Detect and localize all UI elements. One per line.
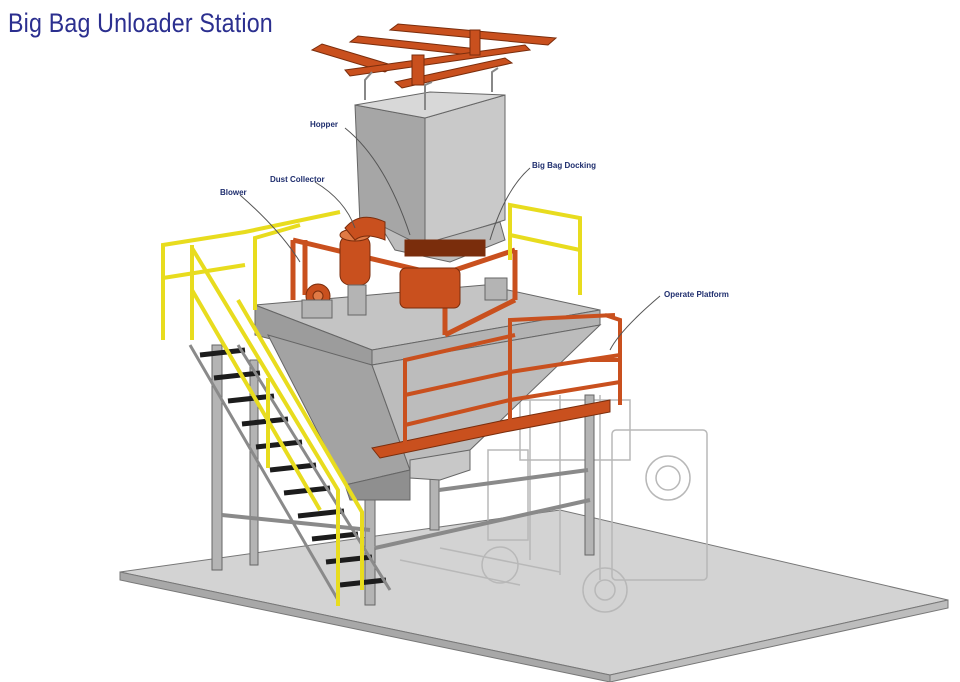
big-bag-docking-label: Big Bag Docking	[532, 161, 597, 170]
rotary-valve	[399, 239, 508, 309]
dust-collector	[339, 216, 386, 316]
blower-leader	[239, 194, 301, 263]
forklift-outline-icon	[399, 395, 708, 613]
blower	[301, 283, 333, 319]
operate-platform-label: Operate Platform	[664, 290, 729, 299]
operate-platform	[371, 313, 622, 459]
concrete-slab	[119, 509, 949, 682]
bag-hangers	[364, 67, 499, 110]
dust-collector-leader	[314, 181, 356, 229]
dust-collector-label: Dust Collector	[270, 175, 325, 184]
callout-leaders	[239, 127, 661, 351]
cross-bracing	[221, 468, 591, 550]
big-bag-docking-leader	[489, 167, 531, 241]
operate-platform-leader	[609, 295, 661, 351]
hopper-label: Hopper	[310, 120, 338, 129]
blower-label: Blower	[220, 188, 247, 197]
page-title: Big Bag Unloader Station	[8, 8, 273, 38]
staircase	[188, 246, 392, 606]
lifting-frame	[310, 23, 558, 89]
hopper-leader	[344, 127, 411, 236]
